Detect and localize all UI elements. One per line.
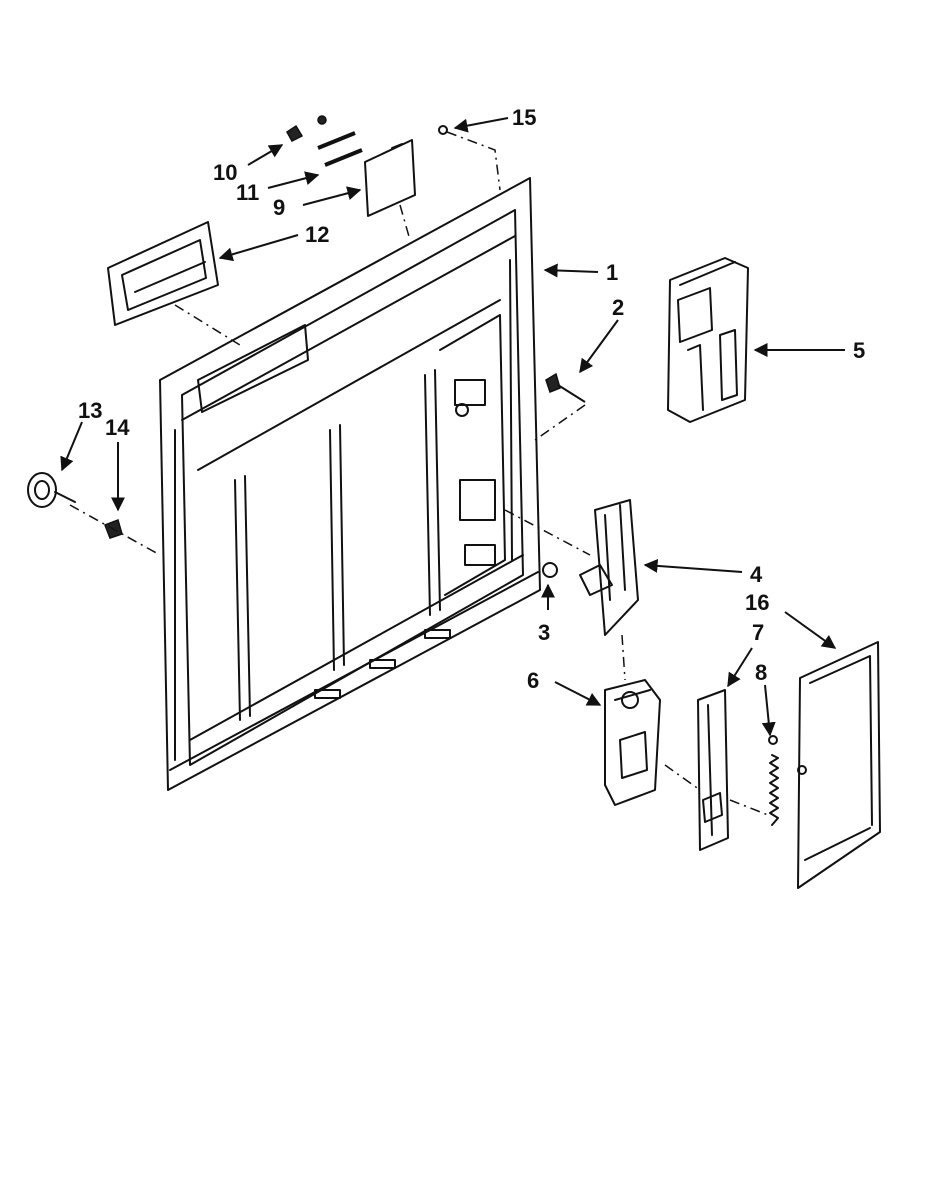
callout-4: 4 <box>750 562 763 587</box>
rod-part-11 <box>317 131 363 167</box>
callout-2: 2 <box>612 295 624 320</box>
dashline-8 <box>729 799 769 816</box>
callout-13: 13 <box>78 398 102 423</box>
callout-16: 16 <box>745 590 769 615</box>
screw-part-10 <box>286 115 327 142</box>
switch-module-part-5 <box>667 257 749 423</box>
cover-plate-part-9 <box>364 139 416 217</box>
dashline-9-to-frame <box>399 204 411 241</box>
leader-2 <box>579 319 619 374</box>
callout-9: 9 <box>273 195 285 220</box>
callout-6: 6 <box>527 668 539 693</box>
spring-part-8 <box>768 735 779 826</box>
callout-5: 5 <box>853 338 865 363</box>
callout-14: 14 <box>105 415 130 440</box>
callout-1: 1 <box>606 260 618 285</box>
slide-bar-part-7 <box>697 689 729 851</box>
leader-10 <box>247 144 284 166</box>
leader-1 <box>543 263 599 278</box>
cover-panel-part-16 <box>797 641 881 889</box>
leader-6 <box>554 681 602 706</box>
dashline-12-to-frame <box>174 304 241 346</box>
leader-16 <box>784 611 837 649</box>
leader-9 <box>302 186 362 206</box>
leader-11 <box>267 171 320 189</box>
callout-8: 8 <box>755 660 767 685</box>
dashline-13-14 <box>69 504 161 556</box>
leader-13 <box>60 421 83 472</box>
leader-8 <box>761 684 776 737</box>
callout-10: 10 <box>213 160 237 185</box>
latch-part-4 <box>579 499 639 636</box>
knob-part-13 <box>27 472 76 508</box>
leader-4 <box>643 558 743 573</box>
leader-12 <box>218 234 299 262</box>
callout-3: 3 <box>538 620 550 645</box>
door-frame-part-1 <box>159 177 541 791</box>
dashline-7 <box>664 764 701 791</box>
handle-part-12 <box>107 221 219 326</box>
screw-part-15 <box>438 125 501 191</box>
leader-15 <box>453 117 509 133</box>
screw-part-2 <box>534 372 586 441</box>
dashline-4-to-6 <box>621 634 626 681</box>
callout-15: 15 <box>512 105 536 130</box>
callout-12: 12 <box>305 222 329 247</box>
latch-housing-part-6 <box>604 679 661 806</box>
leader-7 <box>727 647 753 688</box>
callout-7: 7 <box>752 620 764 645</box>
dashline-3 <box>504 509 591 556</box>
callout-11: 11 <box>236 180 259 205</box>
nut-part-3 <box>542 562 558 578</box>
